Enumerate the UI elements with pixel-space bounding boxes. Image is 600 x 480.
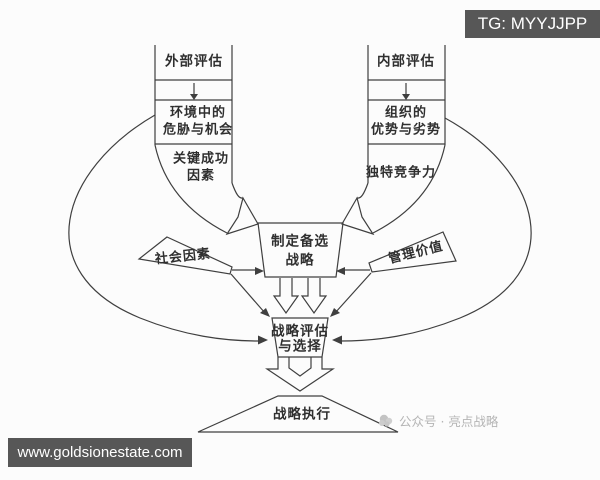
arrowhead (336, 267, 345, 275)
url-watermark-badge: www.goldsionestate.com (8, 438, 192, 467)
social-factors-wedge (137, 236, 270, 317)
internal-assessment-channel (367, 45, 446, 183)
tg-watermark-badge: TG: MYYJJPP (465, 10, 600, 38)
arrowhead (255, 267, 264, 275)
key-success-factors-label-line1: 关键成功 (172, 151, 230, 167)
environment-threats-label-line1: 环境中的 (169, 105, 227, 121)
org-strengths-label-line2: 优势与劣势 (370, 122, 442, 138)
wechat-logo-icon (379, 414, 393, 427)
left-funnel-arrow (154, 144, 259, 236)
arrowhead (258, 335, 268, 345)
arrowhead (330, 308, 340, 317)
distinctive-competence-label: 独特竞争力 (365, 165, 437, 181)
external-assessment-channel (154, 45, 233, 183)
big-arrow-to-execution (265, 357, 335, 392)
management-values-wedge (330, 231, 457, 317)
wechat-watermark-text: 公众号 · 亮点战略 (399, 414, 499, 429)
key-success-factors-label-line2: 因素 (186, 168, 216, 184)
internal-assessment-label: 内部评估 (377, 53, 435, 70)
block-arrows-to-eval (272, 278, 328, 315)
formulate-strategies-box (257, 222, 344, 278)
right-funnel-arrow (341, 144, 446, 236)
strategy-evaluation-label-line2: 与选择 (278, 338, 322, 355)
outer-arc-right (332, 117, 532, 345)
strategy-execution-shape (197, 395, 399, 433)
strategy-evaluation-label-line1: 战略评估 (271, 323, 329, 340)
strategy-execution-label: 战略执行 (273, 406, 331, 423)
environment-threats-label-line2: 危胁与机会 (162, 122, 234, 138)
formulate-strategies-label-line2: 战略 (285, 252, 315, 269)
org-strengths-label-line1: 组织的 (384, 105, 428, 121)
arrowhead (260, 308, 270, 317)
arrowhead (402, 94, 410, 100)
formulate-strategies-label-line1: 制定备选 (271, 233, 329, 250)
wechat-watermark: 公众号 · 亮点战略 (377, 411, 498, 430)
arrowhead (190, 94, 198, 100)
notched-arrowhead (225, 196, 259, 236)
outer-arc-left (68, 114, 268, 345)
external-assessment-label: 外部评估 (165, 53, 223, 70)
notched-arrowhead (341, 196, 375, 236)
arrowhead (332, 335, 342, 345)
